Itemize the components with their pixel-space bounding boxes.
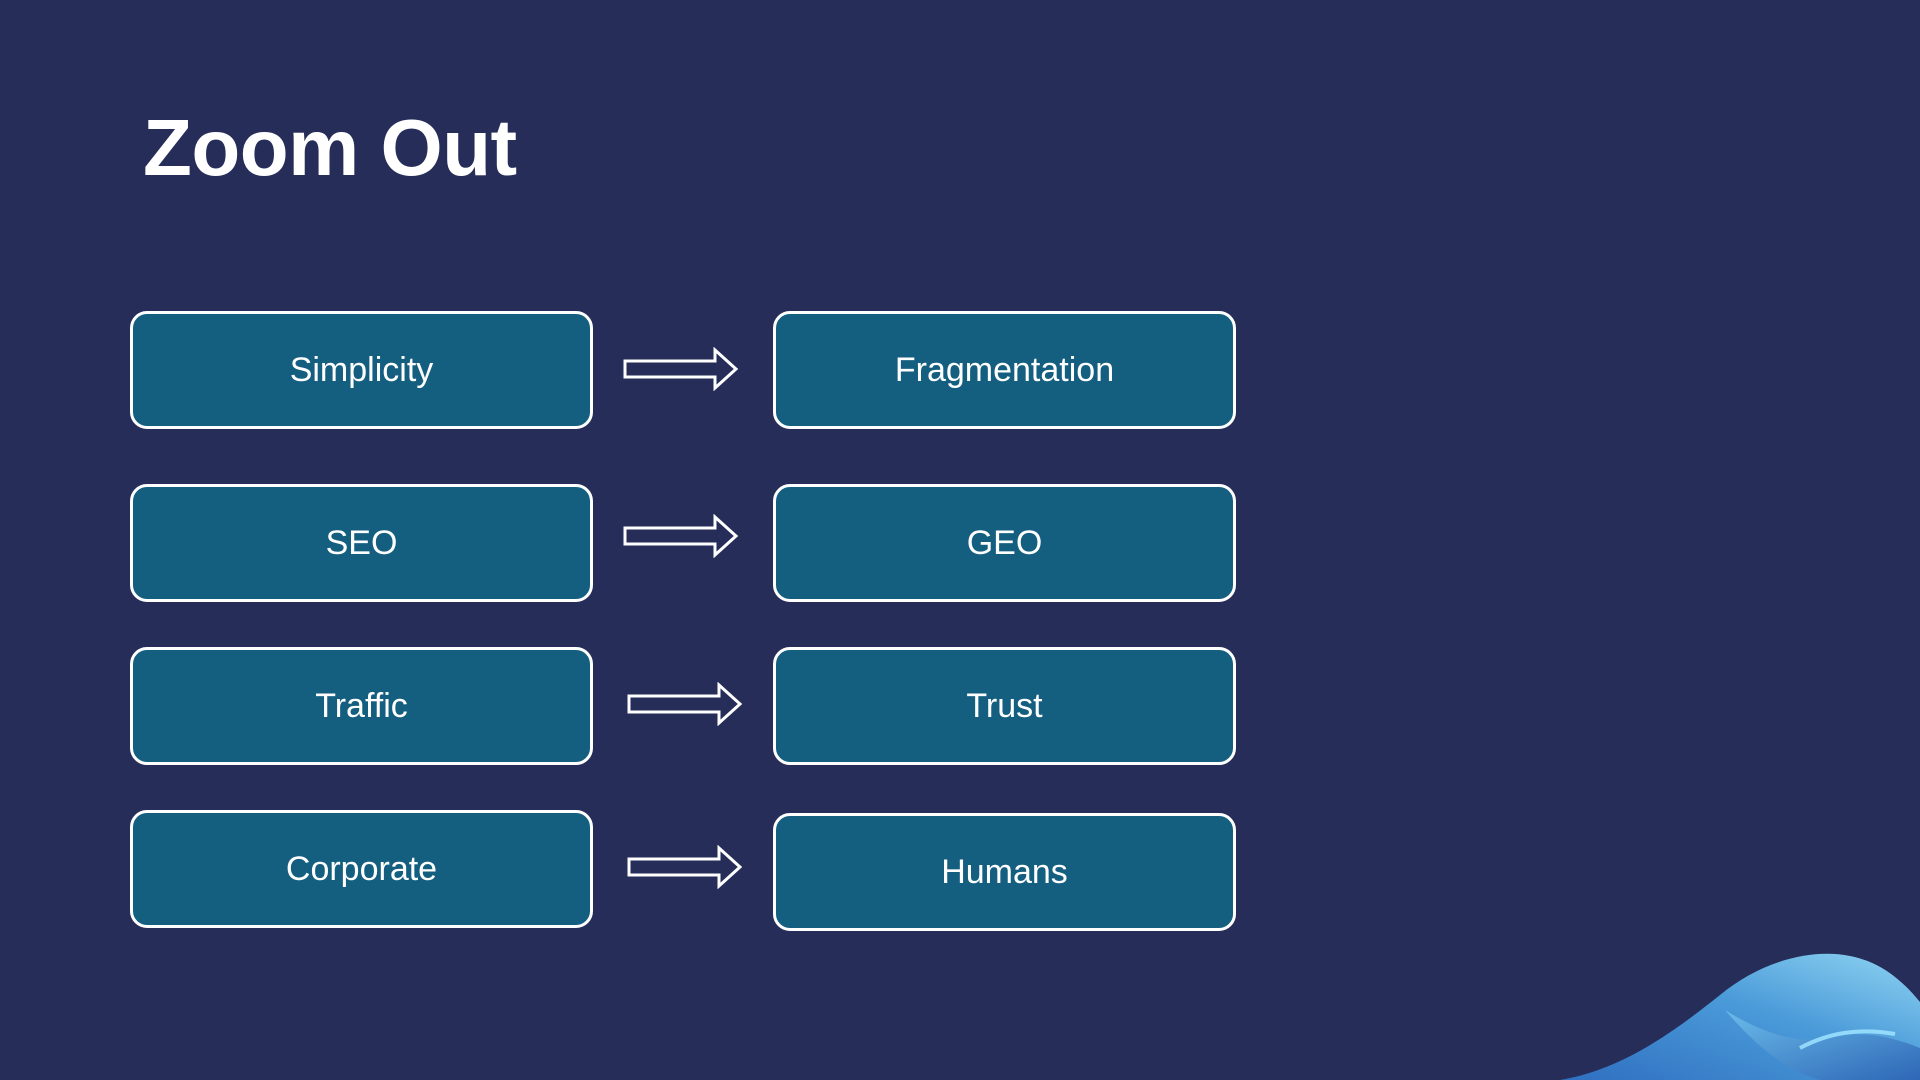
wave-decoration-icon (1560, 953, 1920, 1080)
from-box-corporate: Corporate (130, 810, 593, 928)
from-box-simplicity: Simplicity (130, 311, 593, 429)
from-box-traffic: Traffic (130, 647, 593, 765)
right-arrow-icon (623, 347, 739, 391)
right-arrow-icon (627, 845, 743, 889)
slide-title: Zoom Out (143, 103, 517, 192)
to-box-geo: GEO (773, 484, 1236, 602)
to-box-humans: Humans (773, 813, 1236, 931)
right-arrow-icon (627, 682, 743, 726)
to-box-trust: Trust (773, 647, 1236, 765)
to-box-fragmentation: Fragmentation (773, 311, 1236, 429)
right-arrow-icon (623, 514, 739, 558)
from-box-seo: SEO (130, 484, 593, 602)
